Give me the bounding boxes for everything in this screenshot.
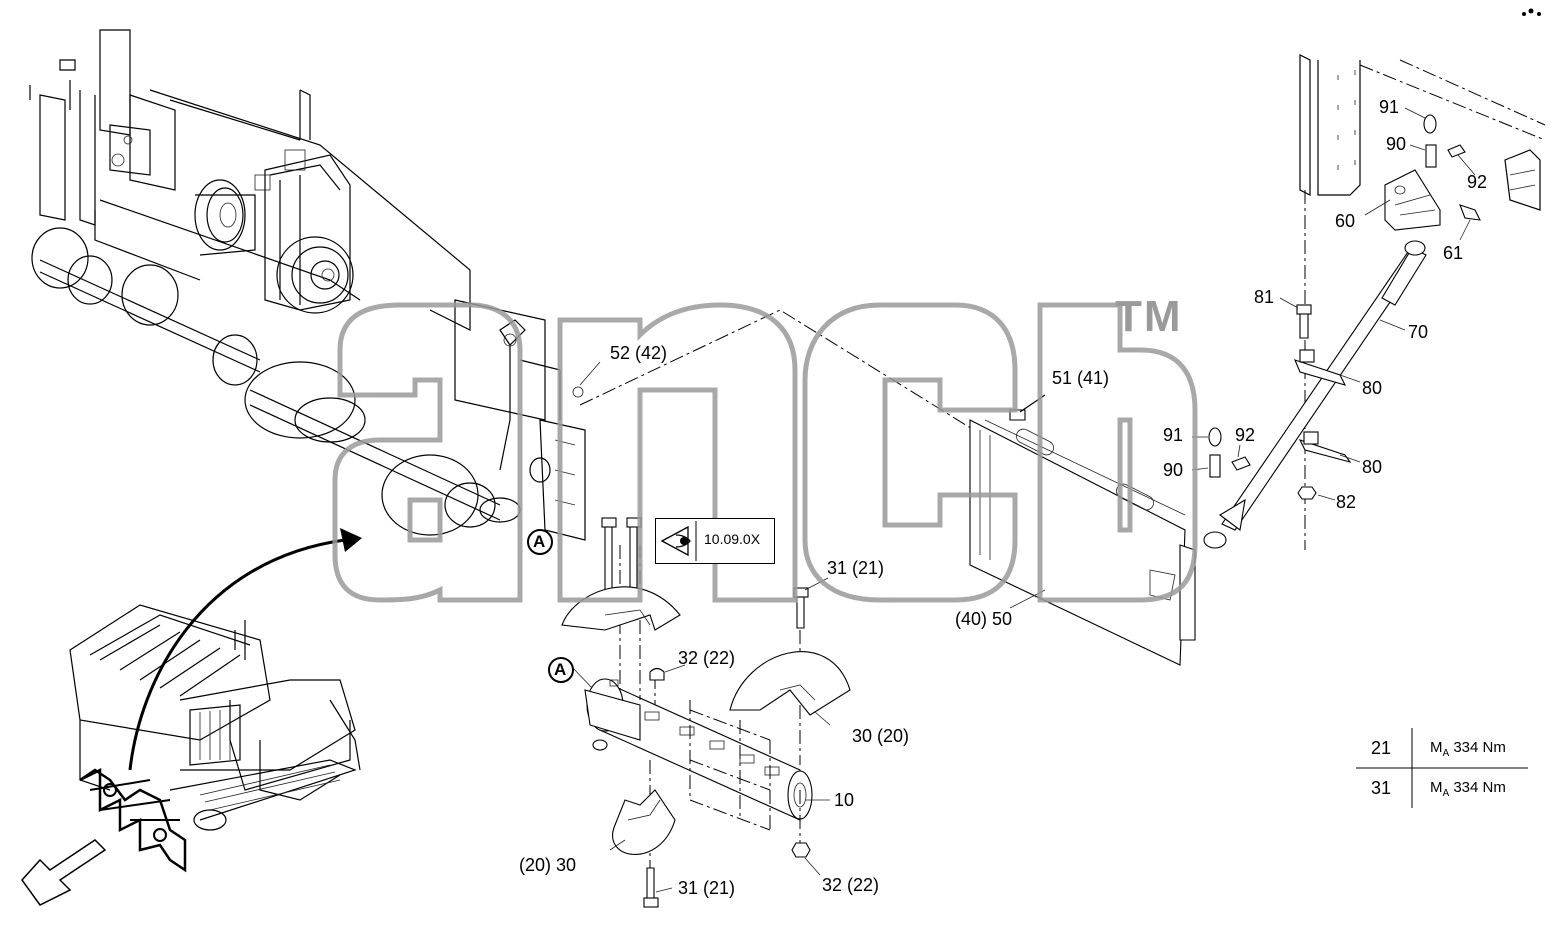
callout-92: 92: [1467, 172, 1488, 192]
callout-70: 70: [1408, 322, 1429, 342]
callout-30: (20) 30: [519, 855, 577, 875]
callout-90: 90: [1386, 134, 1407, 154]
callout-32: 32 (22): [822, 875, 880, 895]
callout-91: 91: [1163, 425, 1184, 445]
callout-91: 91: [1379, 97, 1400, 117]
callout-92: 92: [1235, 425, 1256, 445]
torque-value: MA 334 Nm: [1430, 739, 1506, 759]
trademark-mark: TM: [1115, 292, 1183, 341]
detail-marker-a: A: [533, 532, 546, 551]
callout-81: 81: [1254, 287, 1275, 307]
paver-overview-inset: [21, 528, 362, 906]
callout-61: 61: [1443, 243, 1464, 263]
eye-icon: [660, 521, 697, 561]
watermark-logo: [332, 302, 1198, 603]
callout-82: 82: [1336, 492, 1357, 512]
callout-52: 52 (42): [610, 343, 668, 363]
callout-31: 31 (21): [827, 558, 885, 578]
paver-auger-assembly: [29, 29, 586, 541]
torque-row: 31 MA 334 Nm: [1356, 768, 1528, 808]
callout-51: 51 (41): [1052, 368, 1110, 388]
detail-marker-a-circle: [527, 529, 553, 555]
callout-80: 80: [1362, 457, 1383, 477]
tie-rod-assembly: [1009, 54, 1541, 609]
callout-60: 60: [1335, 211, 1356, 231]
torque-key: 21: [1370, 738, 1392, 758]
detail-marker-a-circle: [548, 657, 574, 683]
callout-31: 31 (21): [678, 878, 736, 898]
view-reference-label: 10.09.0X: [704, 531, 761, 547]
callout-90: 90: [1163, 460, 1184, 480]
callout-30: 30 (20): [852, 726, 910, 746]
torque-value: MA 334 Nm: [1430, 779, 1506, 799]
torque-key: 31: [1370, 778, 1392, 798]
torque-table: 21 MA 334 Nm 31 MA 334 Nm: [1356, 728, 1528, 808]
torque-table-grid: [1356, 728, 1528, 808]
callout-32: 32 (22): [678, 648, 736, 668]
callout-80: 80: [1362, 378, 1383, 398]
callout-10: 10: [834, 790, 855, 810]
view-reference-box: 10.09.0X: [655, 518, 775, 564]
torque-row: 21 MA 334 Nm: [1356, 728, 1528, 768]
leader-lines: [572, 361, 831, 893]
callout-50: (40) 50: [955, 609, 1013, 629]
detail-marker-a: A: [554, 660, 567, 679]
